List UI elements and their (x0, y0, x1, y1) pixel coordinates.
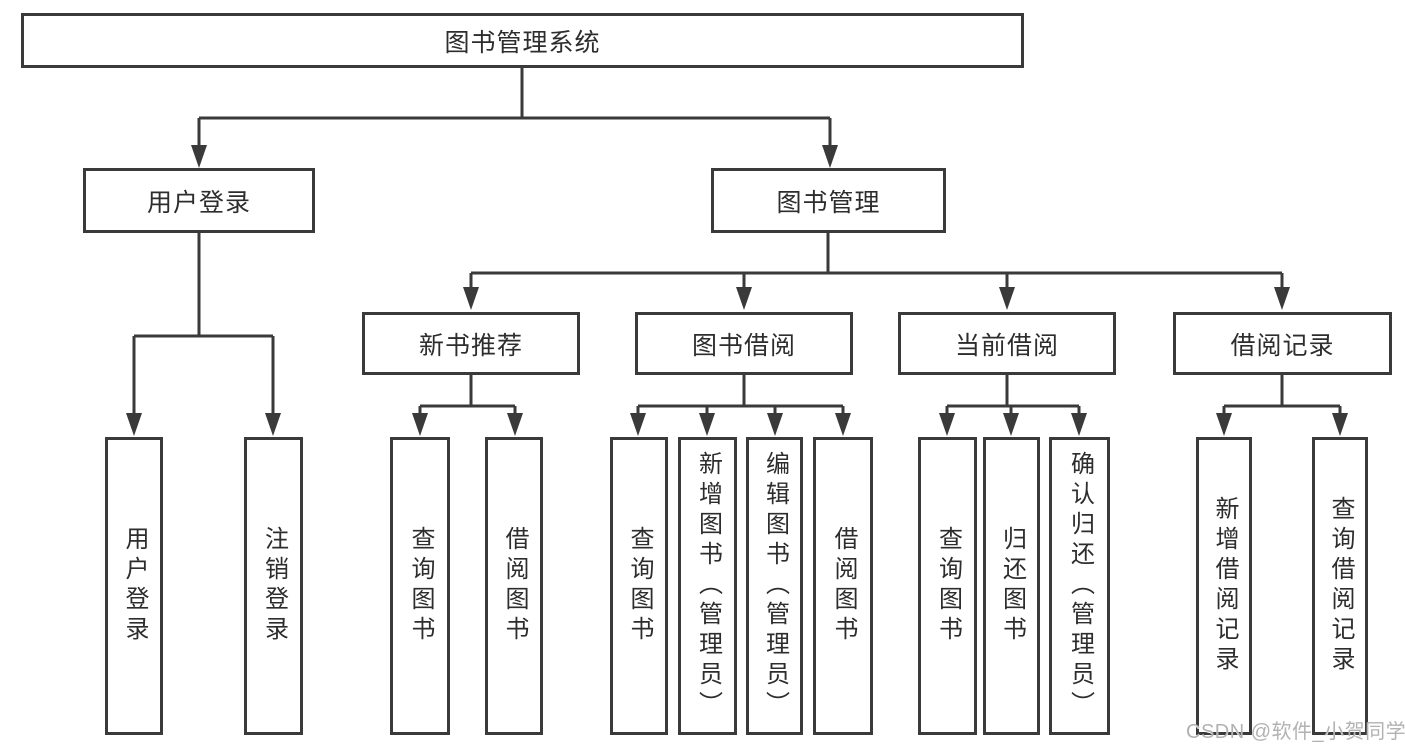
leaf-borrow-books-recommend: 借阅图书 (485, 437, 543, 735)
leaf-add-books-admin: 新增图书（管理员） (678, 437, 737, 735)
node-user-login-branch: 用户登录 (83, 168, 315, 233)
node-label: 新增借阅记录 (1211, 496, 1238, 676)
leaf-add-borrow-record: 新增借阅记录 (1196, 437, 1252, 735)
node-label: 查询图书 (934, 526, 962, 646)
node-label: 查询图书 (407, 526, 434, 646)
node-label: 注销登录 (260, 526, 288, 646)
node-label: 编辑图书（管理员） (761, 451, 789, 721)
node-borrow-records: 借阅记录 (1173, 312, 1392, 375)
connector-paths (132, 68, 1342, 414)
node-label: 图书管理 (776, 188, 881, 217)
leaf-query-borrow-record: 查询借阅记录 (1312, 437, 1368, 735)
leaf-query-books-borrow: 查询图书 (610, 437, 668, 735)
node-label: 当前借阅 (954, 331, 1059, 360)
node-label: 用户登录 (121, 526, 148, 646)
node-label: 借阅图书 (830, 526, 857, 646)
node-label: 确认归还（管理员） (1066, 451, 1094, 721)
leaf-query-books-recommend: 查询图书 (390, 437, 450, 735)
leaf-edit-books-admin: 编辑图书（管理员） (746, 437, 803, 735)
node-book-management-branch: 图书管理 (711, 168, 946, 233)
node-label: 归还图书 (998, 526, 1026, 646)
node-label: 借阅记录 (1230, 331, 1335, 360)
leaf-return-books: 归还图书 (983, 437, 1040, 735)
node-label: 图书借阅 (691, 331, 796, 360)
node-label: 借阅图书 (501, 526, 528, 646)
node-label: 图书管理系统 (444, 28, 601, 57)
leaf-user-login: 用户登录 (105, 437, 163, 735)
csdn-watermark: CSDN @软件_小贺同学 (1186, 721, 1405, 743)
node-label: 查询图书 (626, 526, 653, 646)
node-label: 新书推荐 (418, 331, 523, 360)
node-label: 用户登录 (146, 188, 251, 217)
leaf-logout: 注销登录 (244, 437, 303, 735)
arrowheads (126, 145, 1348, 436)
node-book-borrow: 图书借阅 (635, 312, 853, 375)
node-label: 新增图书（管理员） (694, 451, 722, 721)
node-root-system: 图书管理系统 (21, 13, 1024, 68)
leaf-borrow-books: 借阅图书 (813, 437, 873, 735)
node-label: 查询借阅记录 (1327, 496, 1354, 676)
leaf-confirm-return-admin: 确认归还（管理员） (1049, 437, 1110, 735)
node-new-book-recommend: 新书推荐 (362, 312, 580, 375)
leaf-query-books-current: 查询图书 (918, 437, 977, 735)
node-current-borrow: 当前借阅 (898, 312, 1116, 375)
